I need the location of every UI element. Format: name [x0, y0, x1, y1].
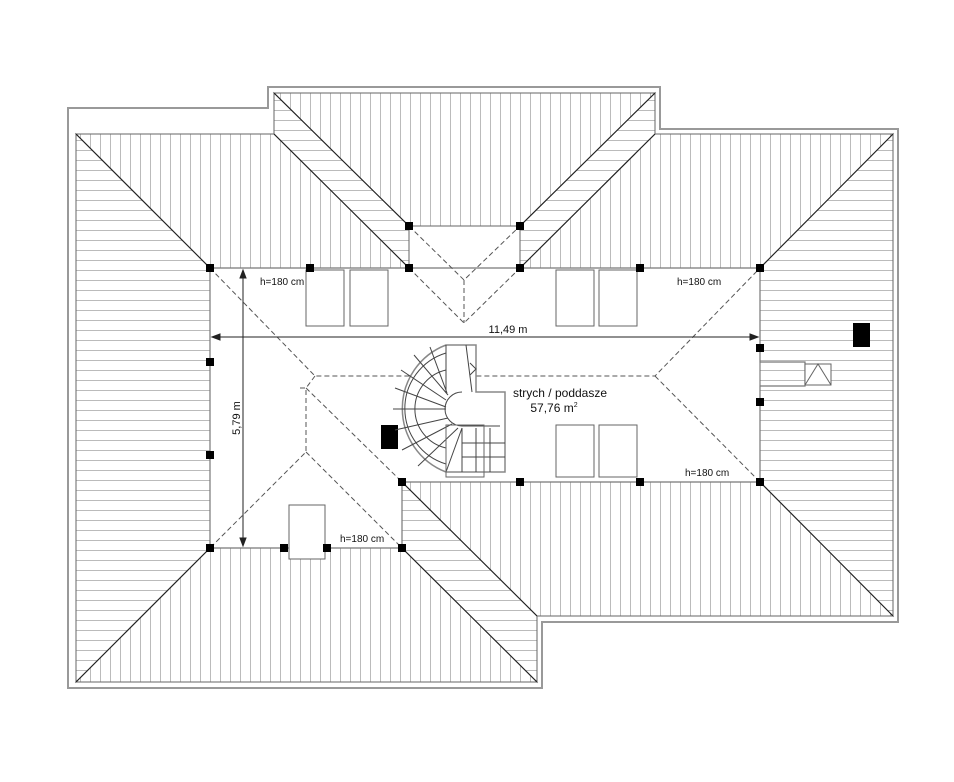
- post: [206, 544, 214, 552]
- height-label: h=180 cm: [260, 277, 304, 288]
- post: [206, 264, 214, 272]
- ridge-projections: [209, 225, 761, 549]
- roof-windows: [288, 269, 638, 560]
- roof-window: [555, 269, 595, 327]
- hip-lines: [75, 92, 894, 683]
- dimension-width: [210, 333, 760, 341]
- dimension-width-label: 11,49 m: [489, 324, 528, 336]
- height-label: h=180 cm: [685, 468, 729, 479]
- post: [206, 451, 214, 459]
- post: [636, 264, 644, 272]
- height-label: h=180 cm: [677, 277, 721, 288]
- post: [398, 544, 406, 552]
- post: [636, 478, 644, 486]
- dimension-depth-label: 5,79 m: [231, 401, 243, 435]
- room-area: 57,76 m2: [530, 401, 577, 415]
- roof-window: [598, 269, 638, 327]
- dormer-valley-floor: [408, 225, 521, 269]
- vent-icon: [804, 363, 832, 386]
- post: [206, 358, 214, 366]
- spiral-staircase: [393, 344, 506, 478]
- post: [405, 264, 413, 272]
- post: [306, 264, 314, 272]
- roof-window: [349, 269, 389, 327]
- post: [516, 478, 524, 486]
- post: [323, 544, 331, 552]
- post: [516, 222, 524, 230]
- roof-window: [305, 269, 345, 327]
- eaves-outline: [67, 86, 899, 689]
- room-outline: [209, 267, 806, 549]
- post: [405, 222, 413, 230]
- post: [398, 478, 406, 486]
- posts: [206, 222, 764, 552]
- post: [756, 478, 764, 486]
- post: [756, 264, 764, 272]
- chimney: [381, 425, 398, 449]
- post: [756, 344, 764, 352]
- post: [280, 544, 288, 552]
- roof-window: [555, 424, 595, 478]
- chimney: [853, 323, 870, 347]
- post: [756, 398, 764, 406]
- room-name: strych / poddasze: [513, 386, 607, 400]
- height-label: h=180 cm: [340, 534, 384, 545]
- dimension-depth: [239, 268, 247, 548]
- roof-window: [288, 504, 326, 560]
- roof-window: [598, 424, 638, 478]
- post: [516, 264, 524, 272]
